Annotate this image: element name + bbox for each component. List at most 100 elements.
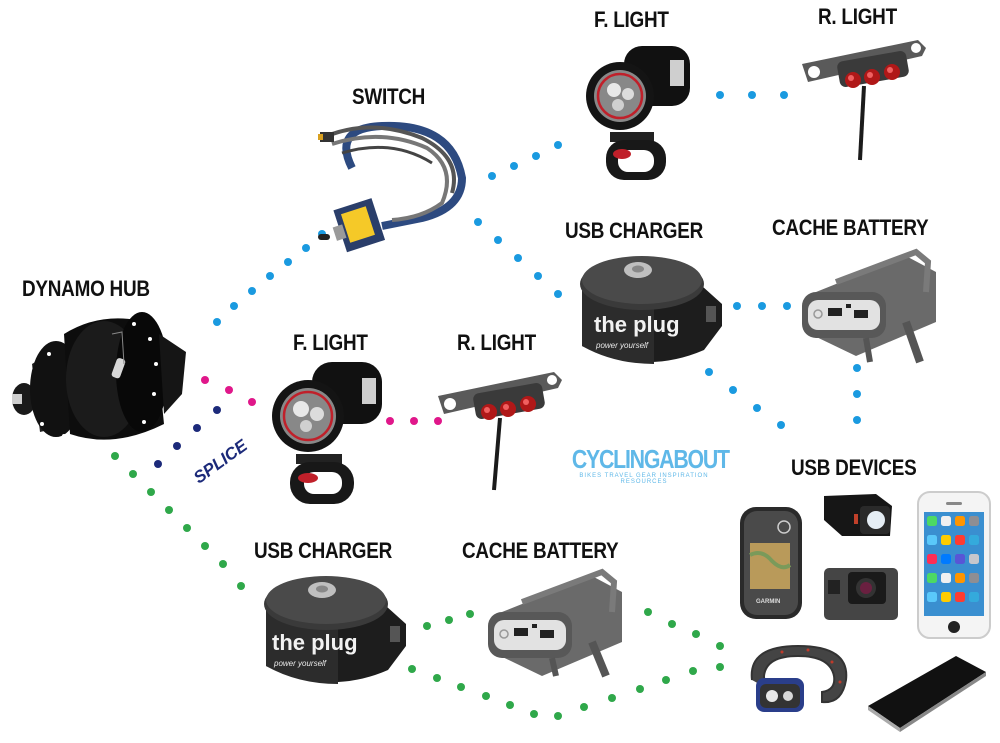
connection-dot [445,616,453,624]
connection-dot [248,398,256,406]
top-front-light-icon [586,46,690,180]
connection-dot [580,703,588,711]
connection-dot [225,386,233,394]
connection-path [853,364,861,424]
connection-dot [530,710,538,718]
connection-path [733,302,791,310]
app-icon [927,516,937,526]
app-icon [969,516,979,526]
connection-path [154,406,221,468]
connection-dot [668,620,676,628]
connection-dot [482,692,490,700]
bottom-cache-battery-icon [488,568,622,678]
connection-dot [514,254,522,262]
connection-dot [853,416,861,424]
connection-dot [165,506,173,514]
connection-dot [748,91,756,99]
app-icon [969,573,979,583]
connection-dot [753,404,761,412]
cyclingabout-logo: CYCLINGABOUT BIKES TRAVEL GEAR INSPIRATI… [556,446,732,485]
connection-dot [758,302,766,310]
connection-dot [729,386,737,394]
connection-dot [213,318,221,326]
label-top-rear-light: R. LIGHT [818,4,897,29]
smartphone-device-icon [917,491,991,639]
connection-dot [554,290,562,298]
connection-dot [534,272,542,280]
plug-tagline-text: power yourself [273,659,327,668]
connection-dot [716,663,724,671]
app-icon [969,535,979,545]
connection-dot [213,406,221,414]
label-bottom-usb-charger: USB CHARGER [254,538,393,563]
connection-path [213,230,326,326]
app-icon [927,592,937,602]
gps-brand-text: GARMIN [756,599,780,605]
connection-dot [853,364,861,372]
connection-dot [434,417,442,425]
bottom-usb-charger-icon: the plug power yourself [264,576,406,684]
connection-dot [183,524,191,532]
app-icon [941,535,951,545]
label-mid-rear-light: R. LIGHT [457,330,536,355]
connection-dot [237,582,245,590]
label-bottom-cache-battery: CACHE BATTERY [462,538,619,563]
label-top-usb-charger: USB CHARGER [565,218,704,243]
connection-dot [248,287,256,295]
app-icon [927,535,937,545]
plug-tagline-text: power yourself [595,341,649,350]
top-usb-charger-icon: the plug power yourself [580,256,722,364]
connection-dot [554,141,562,149]
connection-path [386,417,442,425]
plug-brand-text: the plug [272,630,358,655]
connection-dot [201,542,209,550]
app-icon [955,516,965,526]
mid-rear-light-icon [438,372,562,491]
connection-dot [783,302,791,310]
connection-dot [488,172,496,180]
app-icon [941,554,951,564]
label-mid-front-light: F. LIGHT [293,330,368,355]
connection-dot [608,694,616,702]
label-switch: SWITCH [352,84,426,109]
app-icon [941,573,951,583]
connection-path [488,141,562,180]
label-top-cache-battery: CACHE BATTERY [772,215,929,240]
app-icon [927,573,937,583]
connection-dot [386,417,394,425]
connection-dot [129,470,137,478]
connection-dot [777,421,785,429]
connection-dot [408,665,416,673]
connection-dot [173,442,181,450]
connection-dot [716,642,724,650]
top-cache-battery-icon [802,248,936,364]
mid-front-light-icon [272,362,382,504]
connection-dot [266,272,274,280]
headlamp-device-icon [750,644,848,712]
app-icon [955,573,965,583]
connection-dot [193,424,201,432]
dynamo-hub-icon [12,312,186,440]
top-rear-light-icon [802,40,926,161]
label-usb-devices: USB DEVICES [791,455,917,480]
connection-path [408,663,724,720]
connection-dot [457,683,465,691]
app-icon [955,535,965,545]
app-icon [941,592,951,602]
connection-dot [644,608,652,616]
connection-dot [510,162,518,170]
connection-dot [111,452,119,460]
connection-path [201,376,256,406]
logo-wordmark: CYCLINGABOUT [571,444,730,474]
power-bank-device-icon [868,656,986,732]
label-top-front-light: F. LIGHT [594,7,669,32]
app-icon [927,554,937,564]
connection-dot [636,685,644,693]
connection-dot [466,610,474,618]
connection-dot [201,376,209,384]
connection-dot [853,390,861,398]
bike-light-device-icon [824,494,892,536]
connection-dot [154,460,162,468]
gps-device-icon: GARMIN [740,507,802,619]
